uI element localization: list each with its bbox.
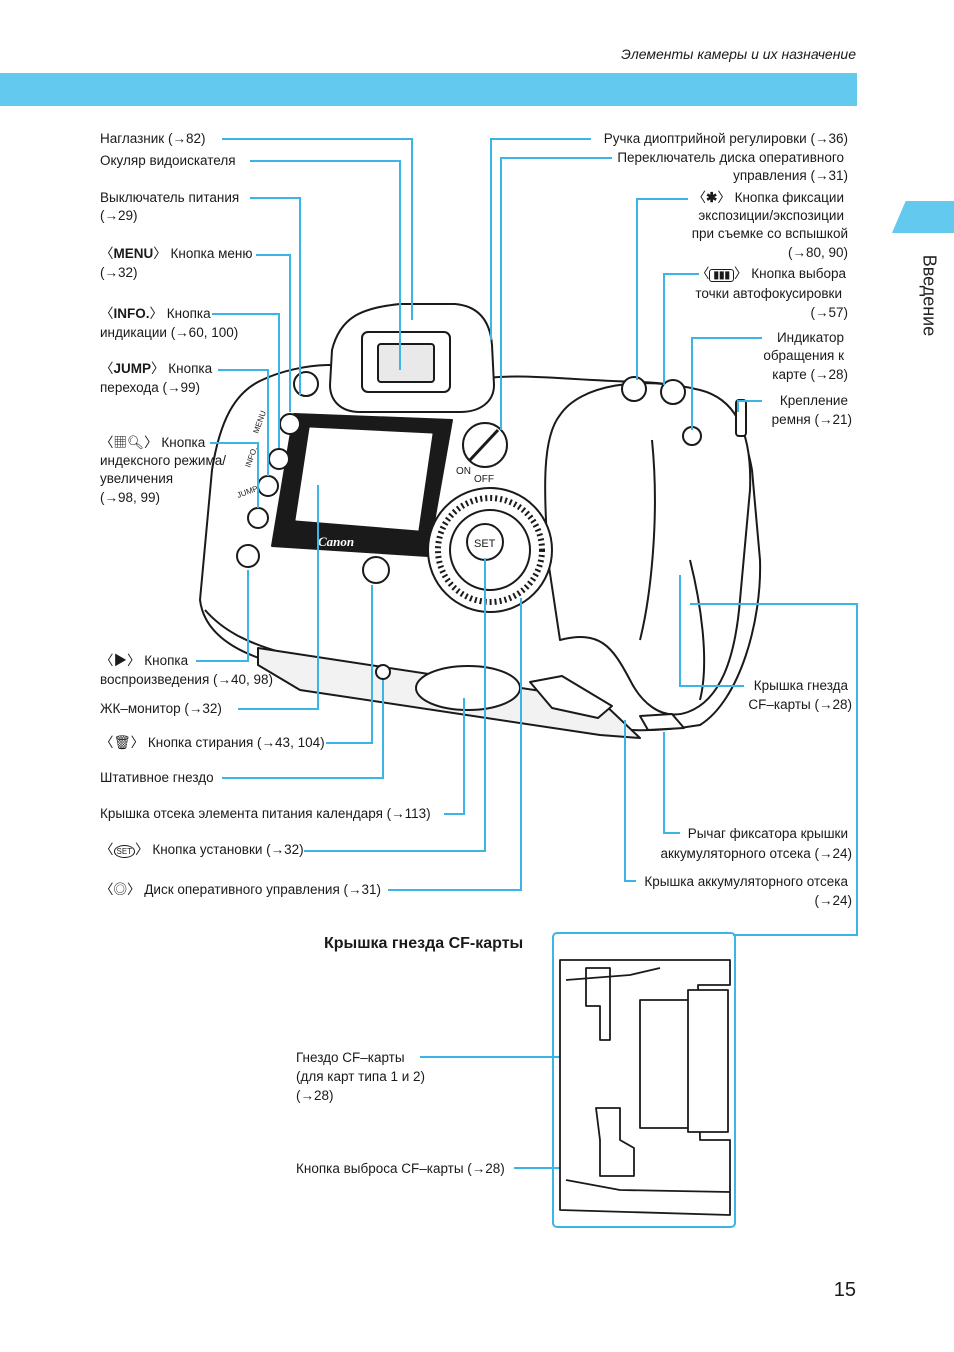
label-ae-lock-line3: при съемке со вспышкой: [691, 226, 848, 241]
label-playback: 〈▶〉 Кнопка: [100, 653, 189, 668]
label-playback-page: воспроизведения (→40, 98): [100, 672, 274, 687]
tripod-socket-shape: [375, 664, 391, 680]
label-cf-eject: Кнопка выброса CF–карты (→28): [296, 1161, 505, 1176]
label-cf-slot-line2: (для карт типа 1 и 2): [296, 1069, 426, 1084]
svg-text:ON: ON: [456, 466, 471, 477]
camera-brand: Canon: [318, 534, 354, 549]
erase-button-shape: [362, 556, 390, 584]
play-button-shape: [236, 544, 260, 568]
battery-latch-shape: [639, 713, 685, 731]
label-battery-lever: Рычаг фиксатора крышки: [687, 826, 848, 841]
label-qcd-switch: Переключатель диска оперативного: [617, 150, 844, 165]
svg-text:SET: SET: [474, 538, 496, 550]
dial-icon: ◎: [113, 882, 128, 897]
label-date-battery: Крышка отсека элемента питания календаря…: [100, 806, 431, 821]
label-cf-cover-page: CF–карты (→28): [748, 697, 852, 712]
label-access-line2: обращения к: [763, 348, 844, 363]
label-jump-page: перехода (→99): [100, 380, 200, 395]
cf-latch-shape: [585, 967, 611, 1041]
index-magnify-icon: ▦🔍︎: [113, 435, 145, 450]
set-icon: SET: [113, 845, 136, 858]
label-ae-lock: 〈✱〉 Кнопка фиксации: [692, 190, 844, 205]
label-tripod: Штативное гнездо: [100, 770, 214, 785]
jump-key: JUMP: [113, 361, 152, 376]
inset-frame: [552, 932, 736, 1228]
label-access-page: карте (→28): [772, 367, 848, 382]
label-index-line2: индексного режима/: [100, 453, 227, 468]
label-eyepiece: Окуляр видоискателя: [100, 153, 236, 168]
label-cf-slot: Гнездо CF–карты: [296, 1050, 405, 1065]
label-battery-lever-page: аккумуляторного отсека (→24): [660, 846, 852, 861]
page-number: 15: [833, 1279, 856, 1301]
playback-icon: ▶: [113, 653, 128, 668]
ae-lock-button-shape: [621, 376, 647, 402]
label-index: 〈▦🔍︎〉 Кнопка: [100, 435, 206, 450]
trash-icon: 🗑︎: [113, 735, 131, 750]
af-point-button-shape: [660, 379, 686, 405]
label-eyecup: Наглазник (→82): [100, 131, 206, 146]
label-cf-cover: Крышка гнезда: [753, 678, 848, 693]
label-af-point-page: (→57): [810, 305, 848, 320]
label-cf-slot-page: (→28): [296, 1088, 334, 1103]
label-erase: 〈🗑︎〉 Кнопка стирания (→43, 104): [100, 735, 325, 750]
label-power-page: (→29): [100, 208, 138, 223]
header-band: [0, 73, 857, 106]
label-battery-cover-page: (→24): [814, 893, 852, 908]
label-af-point: 〈▮▮▮〉 Кнопка выбора: [695, 266, 846, 282]
label-index-page: (→98, 99): [100, 490, 161, 505]
label-menu: 〈MENU〉 Кнопка меню: [100, 246, 253, 261]
label-set: 〈SET〉 Кнопка установки (→32): [100, 842, 304, 858]
running-header: Элементы камеры и их назначение: [621, 46, 856, 62]
menu-key: MENU: [113, 246, 154, 261]
label-ae-lock-line2: экспозиции/экспозиции: [698, 208, 844, 223]
label-af-point-line2: точки автофокусировки: [695, 286, 842, 301]
label-battery-cover: Крышка аккумуляторного отсека: [644, 874, 848, 889]
label-strap-page: ремня (→21): [771, 412, 852, 427]
label-power: Выключатель питания: [100, 190, 240, 205]
label-diopter: Ручка диоптрийной регулировки (→36): [603, 131, 848, 146]
svg-text:OFF: OFF: [474, 474, 494, 485]
label-qcd-switch-page: управления (→31): [733, 168, 848, 183]
label-access: Индикатор: [776, 330, 844, 345]
inset-title: Крышка гнезда CF-карты: [324, 935, 524, 952]
asterisk-icon: ✱: [706, 190, 718, 205]
label-jump: 〈JUMP〉 Кнопка: [100, 361, 213, 376]
label-strap: Крепление: [779, 393, 848, 408]
label-ae-lock-page: (→80, 90): [787, 245, 848, 260]
label-info-page: индикации (→60, 100): [100, 325, 239, 340]
label-menu-page: (→32): [100, 265, 138, 280]
label-quick-dial: 〈◎〉 Диск оперативного управления (→31): [100, 882, 382, 897]
info-key: INFO.: [113, 306, 150, 321]
label-info: 〈INFO.〉 Кнопка: [100, 306, 211, 321]
label-lcd: ЖК–монитор (→32): [100, 701, 222, 716]
label-index-line3: увеличения: [100, 471, 174, 486]
lcd-screen: [295, 427, 433, 531]
cf-slot-shape: [639, 999, 691, 1129]
cf-eject-button-shape: [595, 1107, 635, 1177]
af-point-icon: ▮▮▮: [709, 269, 734, 282]
